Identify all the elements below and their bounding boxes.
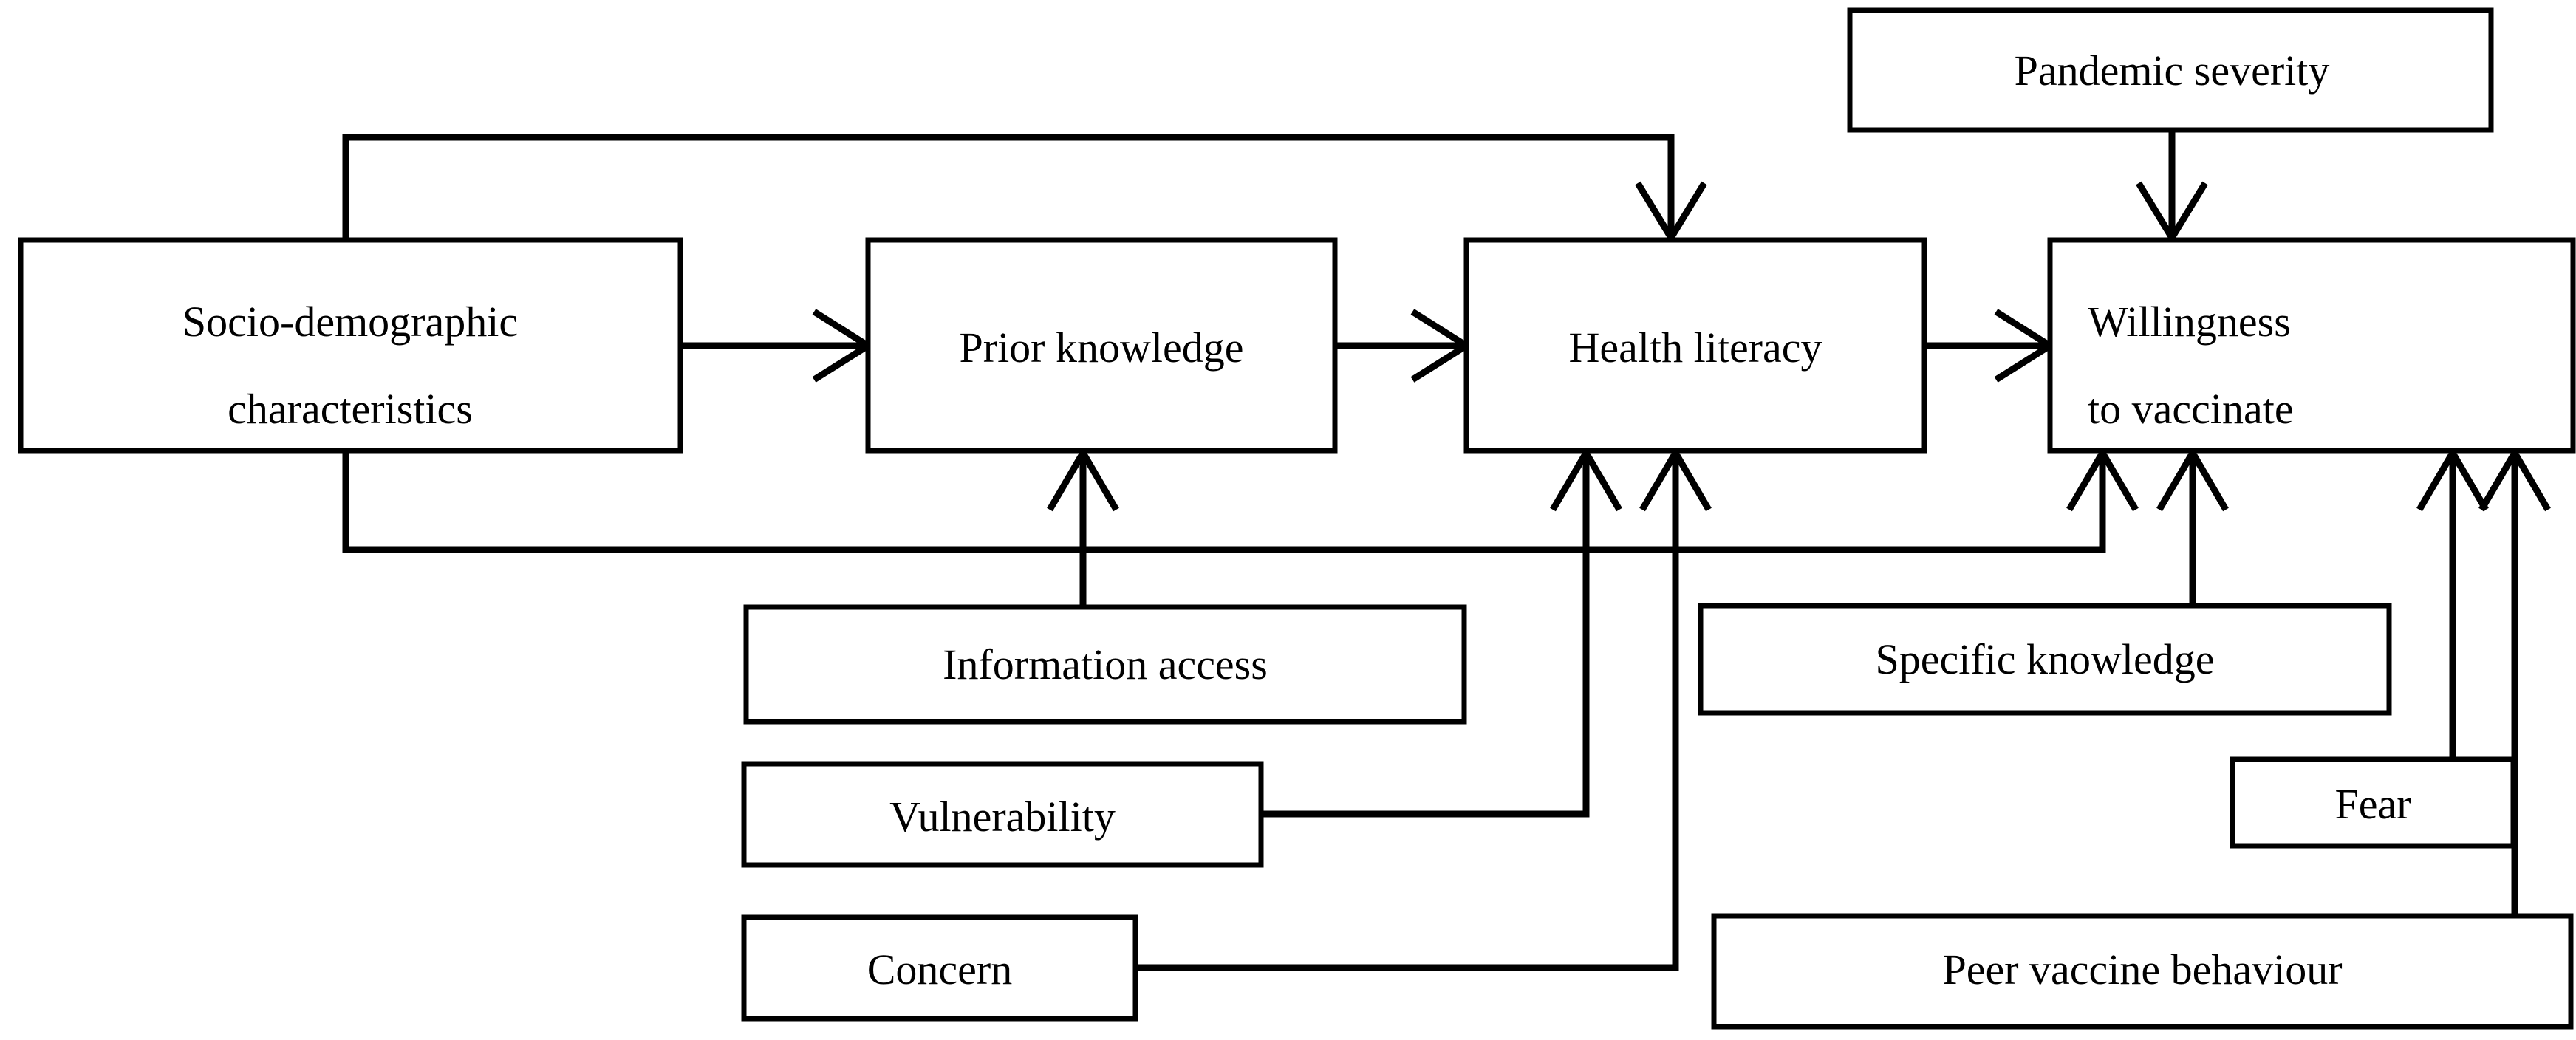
- node-fear[interactable]: Fear: [2230, 756, 2516, 849]
- node-peer-vaccine-behaviour[interactable]: Peer vaccine behaviour: [1711, 913, 2574, 1030]
- node-vulnerability[interactable]: Vulnerability: [741, 761, 1264, 868]
- node-information-access[interactable]: Information access: [743, 604, 1467, 725]
- edge-socio-to-literacy: [342, 134, 1707, 244]
- node-label-fear: Fear: [2334, 780, 2411, 828]
- node-label-concern: Concern: [867, 945, 1013, 993]
- edge-pandemic-to-willing: [2136, 130, 2208, 244]
- edge-prior-to-literacy: [1335, 309, 1473, 383]
- node-label-socio-line1: Socio-demographic: [182, 298, 518, 346]
- node-label-health-literacy: Health literacy: [1569, 324, 1822, 372]
- node-label-prior-knowledge: Prior knowledge: [960, 324, 1244, 372]
- node-pandemic-severity[interactable]: Pandemic severity: [1847, 7, 2494, 133]
- edge-fear-to-willing: [2416, 446, 2489, 759]
- node-label-specific-knowledge: Specific knowledge: [1875, 635, 2214, 683]
- node-label-pandemic-severity: Pandemic severity: [2015, 47, 2330, 95]
- node-specific-knowledge[interactable]: Specific knowledge: [1698, 603, 2392, 716]
- edge-literacy-to-willing: [1924, 309, 2057, 383]
- node-label-information-access: Information access: [943, 640, 1268, 688]
- node-health-literacy[interactable]: Health literacy: [1463, 237, 1927, 454]
- node-label-peer-vaccine-behaviour: Peer vaccine behaviour: [1942, 945, 2342, 993]
- node-willingness-to-vaccinate[interactable]: Willingness to vaccinate: [2047, 237, 2576, 454]
- node-label-willingness-line2: to vaccinate: [2088, 385, 2294, 433]
- edge-socio-to-willing: [342, 446, 2139, 553]
- node-label-vulnerability: Vulnerability: [889, 793, 1116, 841]
- edge-infoaccess-to-prior: [1047, 446, 1119, 607]
- node-concern[interactable]: Concern: [741, 914, 1138, 1022]
- edge-socio-to-prior: [680, 309, 875, 383]
- node-label-socio-line2: characteristics: [228, 385, 473, 433]
- node-prior-knowledge[interactable]: Prior knowledge: [865, 237, 1338, 454]
- node-label-willingness-line1: Willingness: [2088, 298, 2291, 346]
- node-socio-demographic-characteristics[interactable]: Socio-demographic characteristics: [18, 237, 683, 454]
- edge-specific-to-willing: [2156, 446, 2229, 606]
